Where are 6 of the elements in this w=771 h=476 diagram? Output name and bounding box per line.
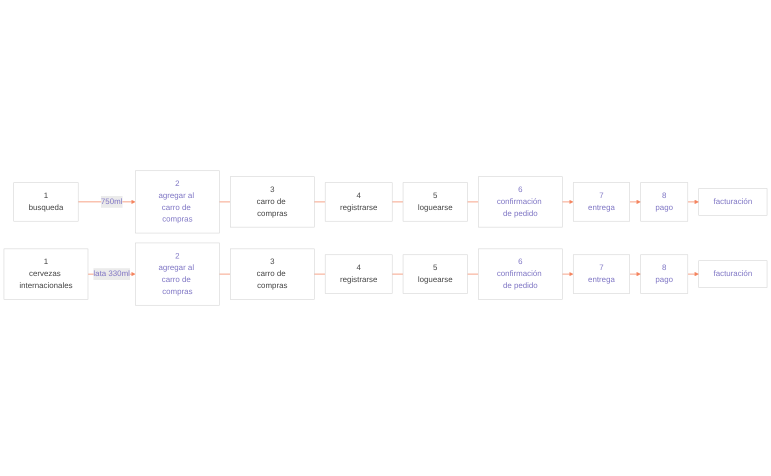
arrow [687, 272, 699, 276]
arrow [562, 200, 574, 204]
arrow [629, 200, 641, 204]
arrow [629, 272, 641, 276]
arrow [687, 200, 699, 204]
arrow [562, 272, 574, 276]
